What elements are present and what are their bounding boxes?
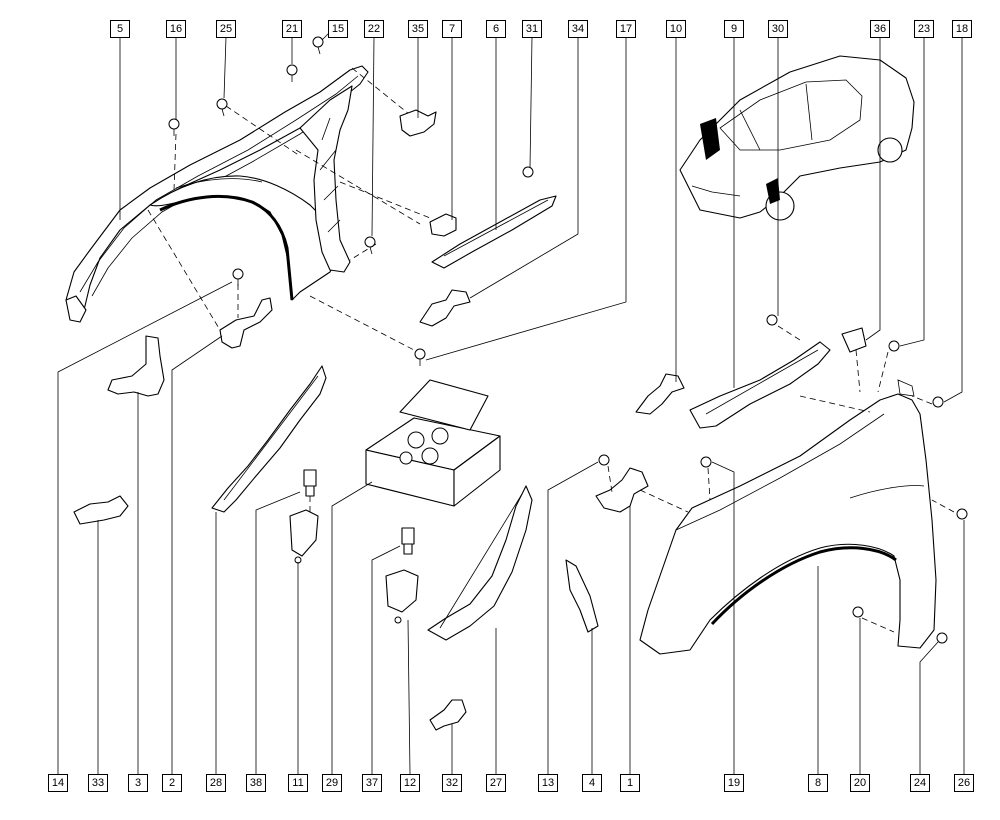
- callout-38: 38: [246, 774, 266, 792]
- callout-33: 33: [88, 774, 108, 792]
- callout-24: 24: [910, 774, 930, 792]
- callout-20: 20: [850, 774, 870, 792]
- callout-13: 13: [538, 774, 558, 792]
- callout-34: 34: [568, 20, 588, 38]
- left-fasteners: [168, 36, 534, 366]
- callout-23: 23: [914, 20, 934, 38]
- bracket-4: [565, 559, 599, 633]
- callout-8: 8: [808, 774, 828, 792]
- vehicle-locator-sketch: [679, 55, 915, 221]
- callout-27: 27: [486, 774, 506, 792]
- right-upper-brackets: [598, 314, 968, 644]
- callout-2: 2: [162, 774, 182, 792]
- callout-15: 15: [328, 20, 348, 38]
- callout-leaders: [57, 31, 965, 775]
- callout-26: 26: [954, 774, 974, 792]
- callout-28: 28: [206, 774, 226, 792]
- strut-27: [427, 485, 533, 641]
- stud-bracket-11: [289, 469, 319, 564]
- upper-center-brackets: [399, 109, 557, 327]
- callout-30: 30: [768, 20, 788, 38]
- left-fender-assembly: [65, 65, 369, 349]
- callout-1: 1: [620, 774, 640, 792]
- callout-3: 3: [128, 774, 148, 792]
- callout-12: 12: [400, 774, 420, 792]
- hinge-33: [73, 495, 129, 525]
- callout-32: 32: [442, 774, 462, 792]
- callout-21: 21: [282, 20, 302, 38]
- callout-6: 6: [486, 20, 506, 38]
- callout-10: 10: [666, 20, 686, 38]
- callout-18: 18: [952, 20, 972, 38]
- callout-31: 31: [522, 20, 542, 38]
- callout-11: 11: [288, 774, 308, 792]
- callout-9: 9: [724, 20, 744, 38]
- callout-29: 29: [322, 774, 342, 792]
- callout-36: 36: [870, 20, 890, 38]
- callout-4: 4: [582, 774, 602, 792]
- right-dashed-leaders: [607, 325, 955, 633]
- callout-37: 37: [362, 774, 382, 792]
- clip-box-29: [365, 379, 501, 507]
- callout-5: 5: [110, 20, 130, 38]
- hinge-32: [429, 699, 467, 731]
- callout-19: 19: [724, 774, 744, 792]
- callout-7: 7: [442, 20, 462, 38]
- callout-22: 22: [364, 20, 384, 38]
- callout-17: 17: [616, 20, 636, 38]
- bracket-3: [107, 335, 165, 397]
- left-dashed-leaders: [147, 67, 431, 351]
- callout-25: 25: [216, 20, 236, 38]
- callout-35: 35: [408, 20, 428, 38]
- callout-14: 14: [48, 774, 68, 792]
- right-fender-assembly: [639, 379, 937, 655]
- callout-16: 16: [166, 20, 186, 38]
- bracket-1: [595, 467, 649, 513]
- stud-bracket-12: [385, 527, 419, 624]
